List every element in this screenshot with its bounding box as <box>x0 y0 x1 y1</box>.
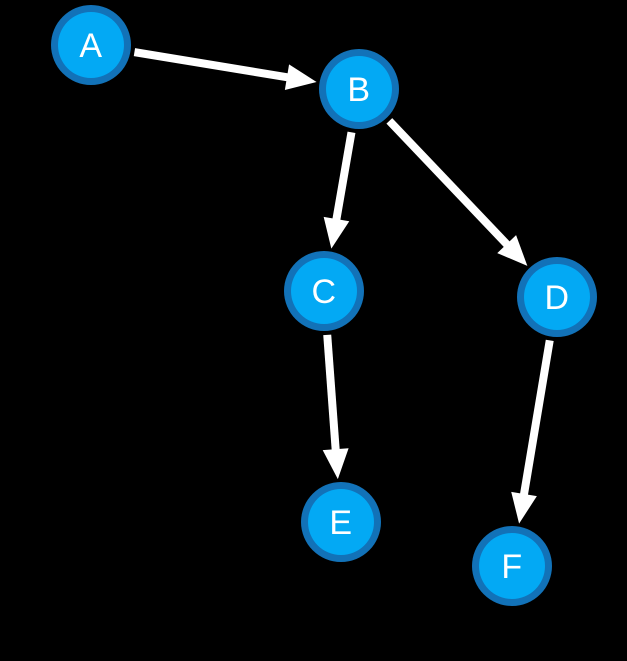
node-core <box>291 258 357 324</box>
arrowhead-icon <box>284 64 317 91</box>
node-label: E <box>329 504 352 542</box>
graph-edge-c-e[interactable] <box>322 334 349 480</box>
arrowhead-icon <box>497 235 528 266</box>
graph-node-c[interactable]: C <box>284 251 364 331</box>
graph-edge-b-c[interactable] <box>323 131 356 249</box>
node-core <box>524 264 590 330</box>
arrowhead-icon <box>322 448 349 480</box>
graph-edge-d-f[interactable] <box>511 339 554 524</box>
edge-layer <box>133 48 554 524</box>
node-label: A <box>79 27 102 65</box>
node-label: C <box>311 273 336 311</box>
arrowhead-icon <box>323 216 350 249</box>
node-label: F <box>501 548 522 586</box>
node-layer: A B C D E F <box>51 5 597 606</box>
graph-node-f[interactable]: F <box>472 526 552 606</box>
graph-node-e[interactable]: E <box>301 482 381 562</box>
node-label: B <box>347 71 370 109</box>
graph-node-d[interactable]: D <box>517 257 597 337</box>
node-core <box>58 12 124 78</box>
graph-node-a[interactable]: A <box>51 5 131 85</box>
edge-line <box>386 118 514 252</box>
node-label: D <box>544 279 569 317</box>
graph-node-b[interactable]: B <box>319 49 399 129</box>
node-core <box>308 489 374 555</box>
arrowhead-icon <box>511 491 537 524</box>
edge-line <box>331 131 356 226</box>
node-core <box>479 533 545 599</box>
graph-edge-b-d[interactable] <box>386 118 528 266</box>
edge-line <box>133 48 294 83</box>
graph-edge-a-b[interactable] <box>133 48 317 91</box>
edge-line <box>323 334 341 456</box>
edge-line <box>519 339 554 501</box>
node-core <box>326 56 392 122</box>
